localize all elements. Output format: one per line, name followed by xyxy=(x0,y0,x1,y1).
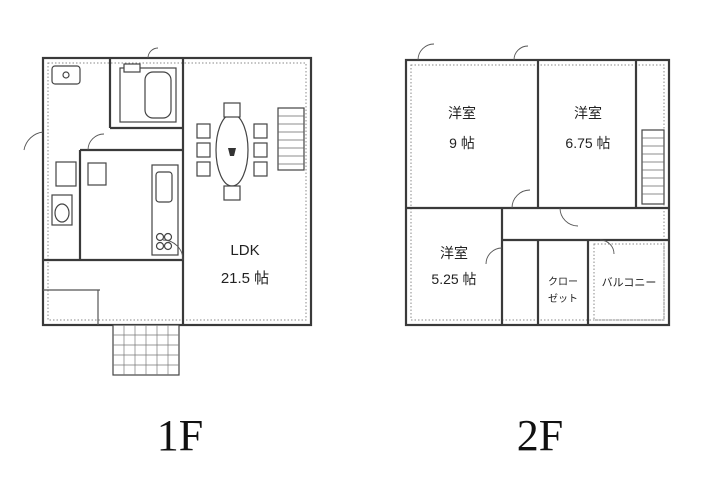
floor-1f-label: 1F xyxy=(157,411,203,460)
storage-icon xyxy=(55,161,77,187)
fridge-icon xyxy=(87,162,107,186)
faucet-icon xyxy=(62,71,70,79)
1f-hall-door xyxy=(87,133,105,151)
room-b-name-label: 洋室 xyxy=(574,105,602,121)
stove-burner-icon xyxy=(155,241,165,251)
2f-window-right xyxy=(513,45,529,61)
closet-label-line2: ゼット xyxy=(548,293,578,305)
2f-room-a-door xyxy=(511,189,531,209)
bath-window-icon xyxy=(123,63,141,73)
1f-inner-wall-line xyxy=(47,62,307,321)
2f-room-c-door xyxy=(485,247,503,265)
room-a-size-label: 9 帖 xyxy=(449,135,475,151)
balcony-label: バルコニー xyxy=(602,276,657,289)
1f-bath-window xyxy=(147,47,159,59)
floor-plan-2f: 洋室 9 帖 洋室 6.75 帖 洋室 5.25 帖 クロー ゼット バルコニー xyxy=(404,43,671,327)
dining-table-icon xyxy=(196,102,268,201)
kitchen-sink-icon xyxy=(155,171,173,203)
stove-burner-icon xyxy=(163,232,173,242)
bathtub-icon xyxy=(144,71,172,119)
ldk-name-label: LDK xyxy=(230,242,259,259)
room-b-size-label: 6.75 帖 xyxy=(565,135,610,151)
stairs-2f xyxy=(641,129,665,205)
2f-room-b-door xyxy=(559,207,579,227)
stove-burner-icon xyxy=(163,241,173,251)
room-c-name-label: 洋室 xyxy=(440,245,468,261)
stairs-1f xyxy=(277,107,305,171)
1f-kitchen-door xyxy=(162,239,184,261)
floor-2f-label: 2F xyxy=(517,411,563,460)
2f-balcony-door xyxy=(599,239,615,255)
toilet-icon xyxy=(54,203,70,223)
ldk-size-label: 21.5 帖 xyxy=(221,270,269,287)
entrance-porch xyxy=(112,324,180,376)
closet-label-line1: クロー xyxy=(548,276,578,288)
balcony-area xyxy=(593,243,665,321)
room-c-size-label: 5.25 帖 xyxy=(431,271,476,287)
room-a-name-label: 洋室 xyxy=(448,105,476,121)
stove-burner-icon xyxy=(155,232,165,242)
2f-window-left xyxy=(417,43,435,61)
1f-side-door xyxy=(23,131,44,151)
floor-plan-1f: LDK 21.5 帖 xyxy=(23,47,313,376)
